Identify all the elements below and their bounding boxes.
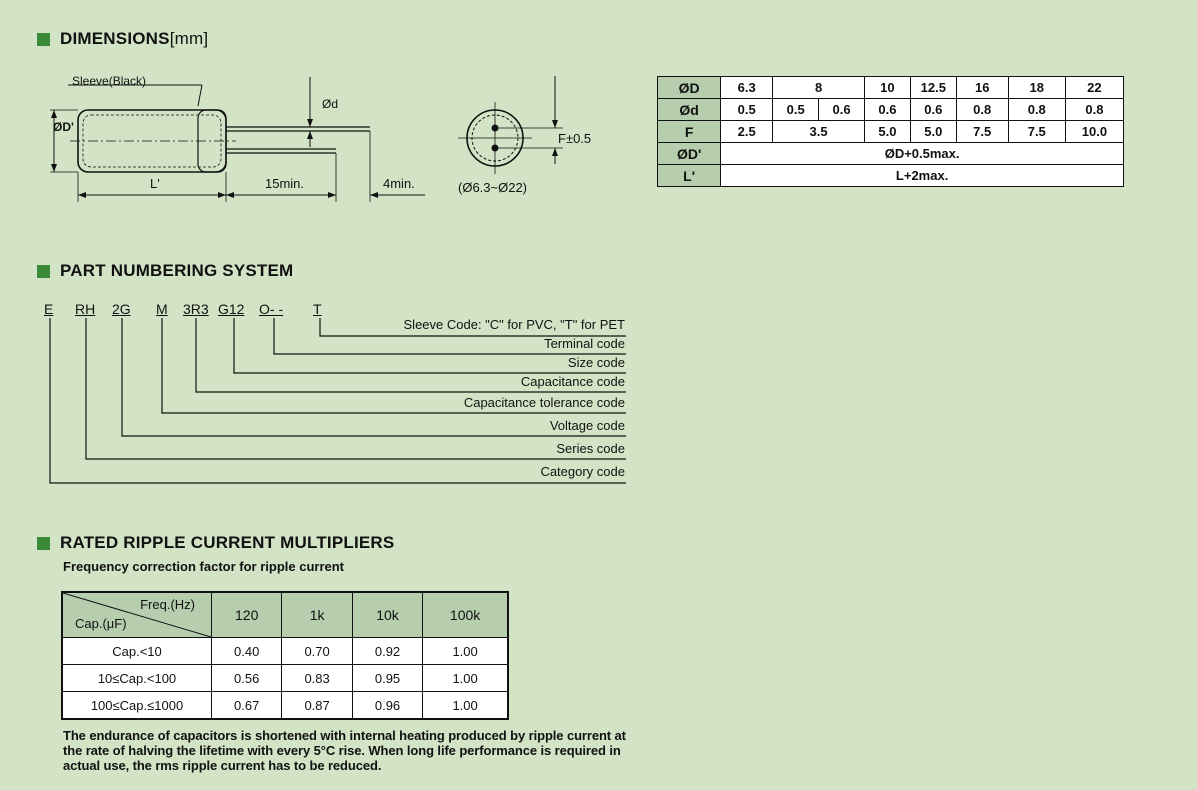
table-header: 10k bbox=[351, 591, 424, 638]
table-cell: 7.5 bbox=[955, 120, 1009, 143]
table-row: 10≤Cap.<100 0.56 0.83 0.95 1.00 bbox=[61, 664, 509, 692]
header-freq: Freq.(Hz) bbox=[140, 597, 195, 612]
table-cell: 0.96 bbox=[351, 691, 424, 720]
od-prime-label: ØD' bbox=[53, 120, 74, 134]
table-cell: ØD bbox=[656, 76, 722, 99]
table-cell: 1.00 bbox=[422, 691, 509, 720]
table-cell: 0.6 bbox=[863, 98, 911, 121]
table-cell: 2.5 bbox=[720, 120, 774, 143]
ripple-subtitle: Frequency correction factor for ripple c… bbox=[63, 559, 345, 574]
table-cell: 0.8 bbox=[955, 98, 1009, 121]
table-cell: 0.5 bbox=[772, 98, 820, 121]
code-sleeve: T bbox=[313, 301, 322, 317]
capacitor-side-drawing bbox=[50, 77, 425, 202]
sleeve-label: Sleeve(Black) bbox=[72, 74, 147, 88]
dimensions-title: DIMENSIONS[mm] bbox=[37, 29, 208, 49]
table-cell: 6.3 bbox=[720, 76, 774, 99]
table-cell: 0.5 bbox=[720, 98, 774, 121]
table-cell: ØD' bbox=[656, 142, 722, 165]
code-category: E bbox=[44, 301, 54, 317]
label-series-code: Series code bbox=[556, 441, 625, 456]
f-label: F±0.5 bbox=[558, 131, 592, 146]
table-cell: 0.70 bbox=[281, 637, 353, 665]
section-bullet-icon bbox=[37, 536, 50, 550]
table-cell: 0.67 bbox=[210, 691, 283, 720]
table-cell: 5.0 bbox=[909, 120, 957, 143]
table-header: 1k bbox=[281, 591, 353, 638]
table-cell: 8 bbox=[772, 76, 865, 99]
table-cell: 0.8 bbox=[1064, 98, 1125, 121]
table-header: 100k bbox=[422, 591, 509, 638]
table-cell: ØD+0.5max. bbox=[720, 142, 1124, 165]
code-terminal: O- - bbox=[259, 301, 284, 317]
table-cell: 12.5 bbox=[909, 76, 957, 99]
table-cell: 0.8 bbox=[1007, 98, 1066, 121]
lead-length-label: 15min. bbox=[265, 176, 305, 191]
label-terminal-code: Terminal code bbox=[544, 336, 625, 351]
l-prime-label: L' bbox=[150, 176, 160, 191]
diagonal-header-cell: Freq.(Hz) Cap.(μF) bbox=[61, 591, 212, 638]
table-row: ØD' ØD+0.5max. bbox=[656, 142, 1124, 165]
table-cell: L+2max. bbox=[720, 164, 1124, 187]
table-cell: 0.95 bbox=[351, 664, 424, 692]
range-label: (Ø6.3~Ø22) bbox=[458, 180, 528, 195]
table-header: 120 bbox=[210, 591, 283, 638]
table-cell: 10≤Cap.<100 bbox=[61, 664, 212, 692]
label-tolerance-code: Capacitance tolerance code bbox=[463, 395, 625, 410]
table-cell: 18 bbox=[1007, 76, 1066, 99]
table-cell: 3.5 bbox=[772, 120, 865, 143]
code-capacitance: 3R3 bbox=[183, 301, 209, 317]
table-cell: L' bbox=[656, 164, 722, 187]
table-cell: F bbox=[656, 120, 722, 143]
table-cell: 1.00 bbox=[422, 637, 509, 665]
table-row: 100≤Cap.≤1000 0.67 0.87 0.96 1.00 bbox=[61, 691, 509, 720]
table-cell: 0.6 bbox=[818, 98, 865, 121]
table-cell: 10.0 bbox=[1064, 120, 1125, 143]
label-sleeve-code: Sleeve Code: "C" for PVC, "T" for PET bbox=[403, 317, 625, 332]
part-number-leader-lines bbox=[49, 318, 626, 484]
code-tolerance: M bbox=[156, 301, 168, 317]
table-cell: 0.40 bbox=[210, 637, 283, 665]
table-cell: 0.83 bbox=[281, 664, 353, 692]
table-cell: 0.6 bbox=[909, 98, 957, 121]
part-numbering-title: PART NUMBERING SYSTEM bbox=[37, 261, 293, 281]
code-size: G12 bbox=[218, 301, 245, 317]
table-cell: Cap.<10 bbox=[61, 637, 212, 665]
table-row: Ød 0.5 0.5 0.6 0.6 0.6 0.8 0.8 0.8 bbox=[656, 98, 1125, 121]
table-row: L' L+2max. bbox=[656, 164, 1124, 187]
label-voltage-code: Voltage code bbox=[549, 418, 625, 433]
dimension-table: ØD 6.3 8 10 12.5 16 18 22 Ød 0.5 0.5 0.6… bbox=[656, 76, 1125, 187]
table-cell: 16 bbox=[955, 76, 1009, 99]
header-cap: Cap.(μF) bbox=[75, 616, 127, 631]
section-bullet-icon bbox=[37, 32, 50, 46]
table-cell: 7.5 bbox=[1007, 120, 1066, 143]
table-cell: 0.92 bbox=[351, 637, 424, 665]
code-series: RH bbox=[75, 301, 96, 317]
ripple-title: RATED RIPPLE CURRENT MULTIPLIERS bbox=[37, 533, 394, 553]
table-cell: 0.87 bbox=[281, 691, 353, 720]
code-voltage: 2G bbox=[112, 301, 131, 317]
table-cell: Ød bbox=[656, 98, 722, 121]
table-cell: 100≤Cap.≤1000 bbox=[61, 691, 212, 720]
table-cell: 0.56 bbox=[210, 664, 283, 692]
table-cell: 22 bbox=[1064, 76, 1125, 99]
ripple-table: Freq.(Hz) Cap.(μF) 120 1k 10k 100k Cap.<… bbox=[61, 591, 509, 720]
table-cell: 10 bbox=[863, 76, 911, 99]
table-row: ØD 6.3 8 10 12.5 16 18 22 bbox=[656, 76, 1125, 99]
capacitor-end-view bbox=[458, 76, 563, 174]
label-capacitance-code: Capacitance code bbox=[520, 374, 625, 389]
table-row: F 2.5 3.5 5.0 5.0 7.5 7.5 10.0 bbox=[656, 120, 1125, 143]
table-cell: 5.0 bbox=[863, 120, 911, 143]
label-category-code: Category code bbox=[540, 464, 625, 479]
lead-dia-label: Ød bbox=[322, 97, 339, 111]
table-cell: 1.00 bbox=[422, 664, 509, 692]
table-row: Freq.(Hz) Cap.(μF) 120 1k 10k 100k bbox=[61, 591, 509, 638]
diagonal-line bbox=[63, 593, 211, 637]
ripple-note: The endurance of capacitors is shortened… bbox=[63, 728, 626, 773]
section-bullet-icon bbox=[37, 264, 50, 278]
table-row: Cap.<10 0.40 0.70 0.92 1.00 bbox=[61, 637, 509, 665]
label-size-code: Size code bbox=[567, 355, 625, 370]
lead-end-label: 4min. bbox=[383, 176, 415, 191]
